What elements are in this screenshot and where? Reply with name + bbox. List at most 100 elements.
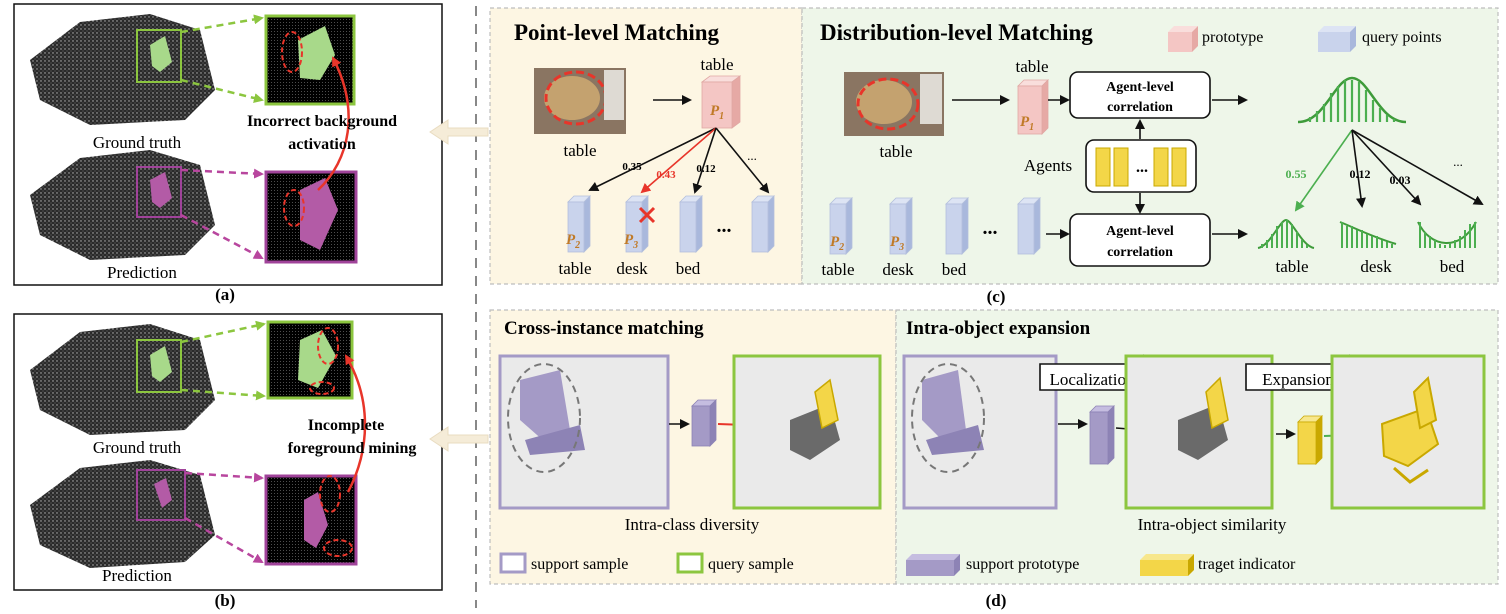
point-proto-symbol: P1 — [710, 103, 724, 122]
svg-text:P2: P2 — [566, 232, 580, 251]
svg-text:P3: P3 — [624, 232, 638, 251]
dist-label-2: bed — [1440, 257, 1465, 276]
dist-proto-label: table — [1015, 57, 1048, 76]
panel-b: Ground truth Prediction Incomplete foreg… — [13, 313, 443, 591]
legend-support-sample: support sample — [531, 556, 628, 573]
dist-score-3: ... — [1453, 154, 1463, 169]
dist-query-ellipsis: ... — [983, 217, 998, 239]
dist-query-1: P3 — [889, 197, 913, 255]
svg-text:correlation: correlation — [1107, 245, 1173, 260]
svg-text:P3: P3 — [890, 234, 904, 253]
svg-text:correlation: correlation — [1107, 100, 1173, 115]
dist-query-2 — [945, 197, 969, 255]
intra-support-image — [902, 354, 1058, 510]
point-query-label-1: desk — [616, 259, 648, 278]
point-score-1: 0.43 — [656, 169, 676, 181]
dist-query-label-2: bed — [942, 260, 967, 279]
legend-query-sample: query sample — [708, 556, 794, 573]
point-query-ellipsis: ... — [717, 215, 732, 237]
legend-support-prototype: support prototype — [966, 556, 1079, 573]
pred-zoom-chair — [300, 178, 338, 250]
annotation-a-line2: activation — [288, 136, 356, 153]
agents-group: ... — [1085, 139, 1197, 193]
annotation-a-line1: Incorrect background — [247, 113, 397, 130]
legend-support-sample-swatch — [499, 552, 527, 574]
legend-query-sample-swatch — [676, 552, 704, 574]
caption-b: (b) — [215, 591, 236, 610]
point-level-title: Point-level Matching — [514, 20, 720, 45]
cross-support-prototype — [691, 399, 717, 447]
annotation-b-line2: foreground mining — [288, 440, 417, 457]
point-proto-label: table — [700, 55, 733, 74]
expansion-label: Expansion — [1262, 370, 1334, 389]
intra-object-title: Intra-object expansion — [906, 318, 1091, 339]
dist-label-0: table — [1275, 257, 1308, 276]
legend-target-indicator-swatch — [1140, 554, 1194, 576]
gt-label: Ground truth — [93, 133, 182, 152]
point-query-0: P2 — [566, 195, 591, 253]
dist-query-0: P2 — [829, 197, 853, 255]
caption-d: (d) — [986, 591, 1007, 610]
svg-text:...: ... — [1136, 159, 1148, 176]
dist-score-2: 0.03 — [1390, 173, 1411, 187]
small-distribution-bed — [1417, 221, 1477, 248]
gt-zoom-chair — [298, 26, 335, 80]
legend-query-points — [1318, 26, 1356, 52]
distribution-image — [844, 72, 944, 136]
legend-support-prototype-swatch — [906, 554, 960, 576]
intra-object-caption: Intra-object similarity — [1138, 515, 1287, 534]
dist-query-label-1: desk — [882, 260, 914, 279]
agent-box-bottom: Agent-level correlation — [1069, 213, 1211, 267]
dist-score-1: 0.12 — [1350, 167, 1371, 181]
pred-pointcloud — [30, 150, 215, 260]
dist-query-3 — [1017, 197, 1041, 255]
pred-pointcloud-b — [30, 460, 215, 568]
point-query-label-0: table — [558, 259, 591, 278]
point-query-3 — [751, 195, 775, 253]
cross-instance-caption: Intra-class diversity — [625, 515, 760, 534]
caption-a: (a) — [215, 285, 235, 304]
dist-query-label-0: table — [821, 260, 854, 279]
agent-box-top: Agent-level correlation — [1069, 71, 1211, 119]
svg-text:P1: P1 — [1020, 114, 1034, 133]
gt-label-b: Ground truth — [93, 438, 182, 457]
point-level-image — [534, 68, 626, 134]
legend-query-label: query points — [1362, 29, 1442, 46]
dist-prototype: P1 — [1017, 79, 1049, 135]
legend-prototype — [1168, 26, 1198, 52]
gt-pointcloud — [30, 14, 215, 125]
point-score-3: ... — [747, 148, 757, 163]
distribution-level-title: Distribution-level Matching — [820, 20, 1093, 45]
point-query-2 — [679, 195, 703, 253]
hollow-arrow-b — [429, 426, 489, 452]
localization-label: Localization — [1050, 370, 1135, 389]
svg-text:Agent-level: Agent-level — [1106, 224, 1174, 239]
point-query-1: P3 — [624, 195, 656, 253]
cross-support-image — [498, 354, 670, 510]
annotation-b-line1: Incomplete — [308, 417, 384, 434]
cross-instance-title: Cross-instance matching — [504, 318, 704, 339]
point-score-0: 0.35 — [622, 161, 642, 173]
svg-text:P2: P2 — [830, 234, 844, 253]
cross-query-image — [732, 354, 882, 510]
intra-support-prototype — [1089, 405, 1115, 465]
small-distribution-desk — [1339, 221, 1397, 248]
point-prototype: P1 — [700, 75, 742, 129]
gt-pointcloud-b — [30, 324, 215, 435]
point-score-2: 0.12 — [696, 163, 716, 175]
small-distribution-table — [1257, 218, 1315, 249]
point-image-label: table — [563, 141, 596, 160]
dist-image-label: table — [879, 142, 912, 161]
dist-score-0: 0.55 — [1286, 167, 1307, 181]
legend-target-indicator: traget indicator — [1198, 556, 1296, 573]
svg-text:Agent-level: Agent-level — [1106, 80, 1174, 95]
cross-icon — [638, 206, 656, 224]
dist-label-1: desk — [1360, 257, 1392, 276]
agents-label: Agents — [1024, 156, 1072, 175]
pred-label: Prediction — [107, 263, 177, 282]
caption-c: (c) — [987, 287, 1006, 306]
target-indicator-prototype — [1297, 415, 1323, 465]
panel-a: Ground truth Prediction Incorrect backgr… — [13, 3, 443, 286]
point-query-label-2: bed — [676, 259, 701, 278]
